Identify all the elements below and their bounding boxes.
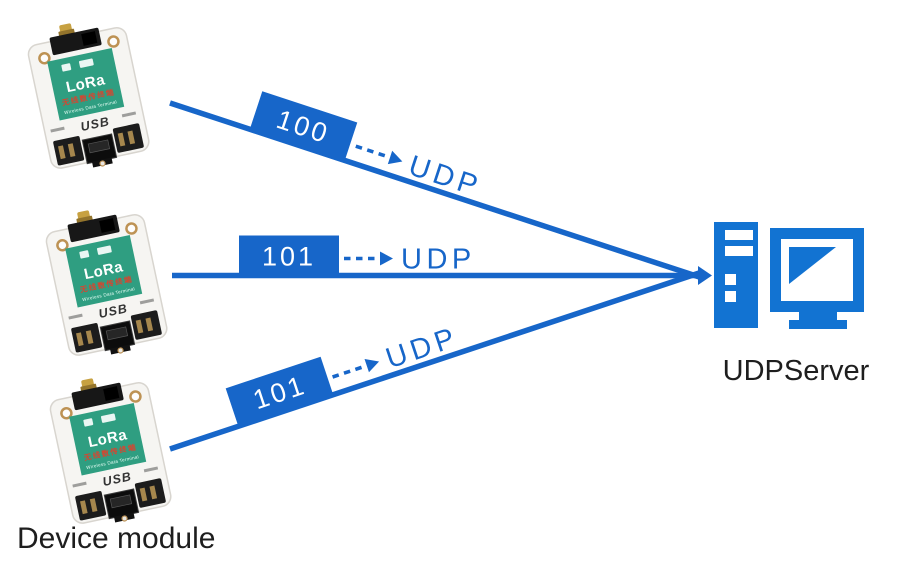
device-module-photo (44, 365, 176, 533)
udp-arrow-head-icon (387, 150, 403, 165)
tower-slot (725, 230, 753, 240)
monitor-stand (799, 312, 837, 320)
tower-slot (725, 246, 753, 256)
devices-caption: Device module (17, 522, 215, 555)
device-module-photo (22, 10, 154, 178)
packet-label: 101 (262, 242, 316, 272)
protocol-label: UDP (401, 244, 476, 276)
convergence-arrow-icon (698, 266, 712, 285)
monitor-base (789, 320, 847, 329)
udp-arrow-head-icon (380, 251, 393, 266)
server-caption: UDPServer (723, 355, 870, 387)
packet-label-box (249, 91, 358, 163)
udp-server-icon (714, 222, 864, 329)
packet-label-box (239, 235, 339, 278)
tower-button (725, 291, 736, 302)
connection-2: 101 UDP (172, 235, 700, 279)
device-module-photo (40, 197, 172, 365)
packet-label-box (225, 356, 334, 429)
udp-arrow-dashes (355, 144, 391, 160)
tower-button (725, 274, 736, 285)
udp-arrow-head-icon (364, 358, 380, 373)
udp-arrow-dashes (332, 363, 368, 379)
screen-triangle-icon (789, 247, 836, 284)
